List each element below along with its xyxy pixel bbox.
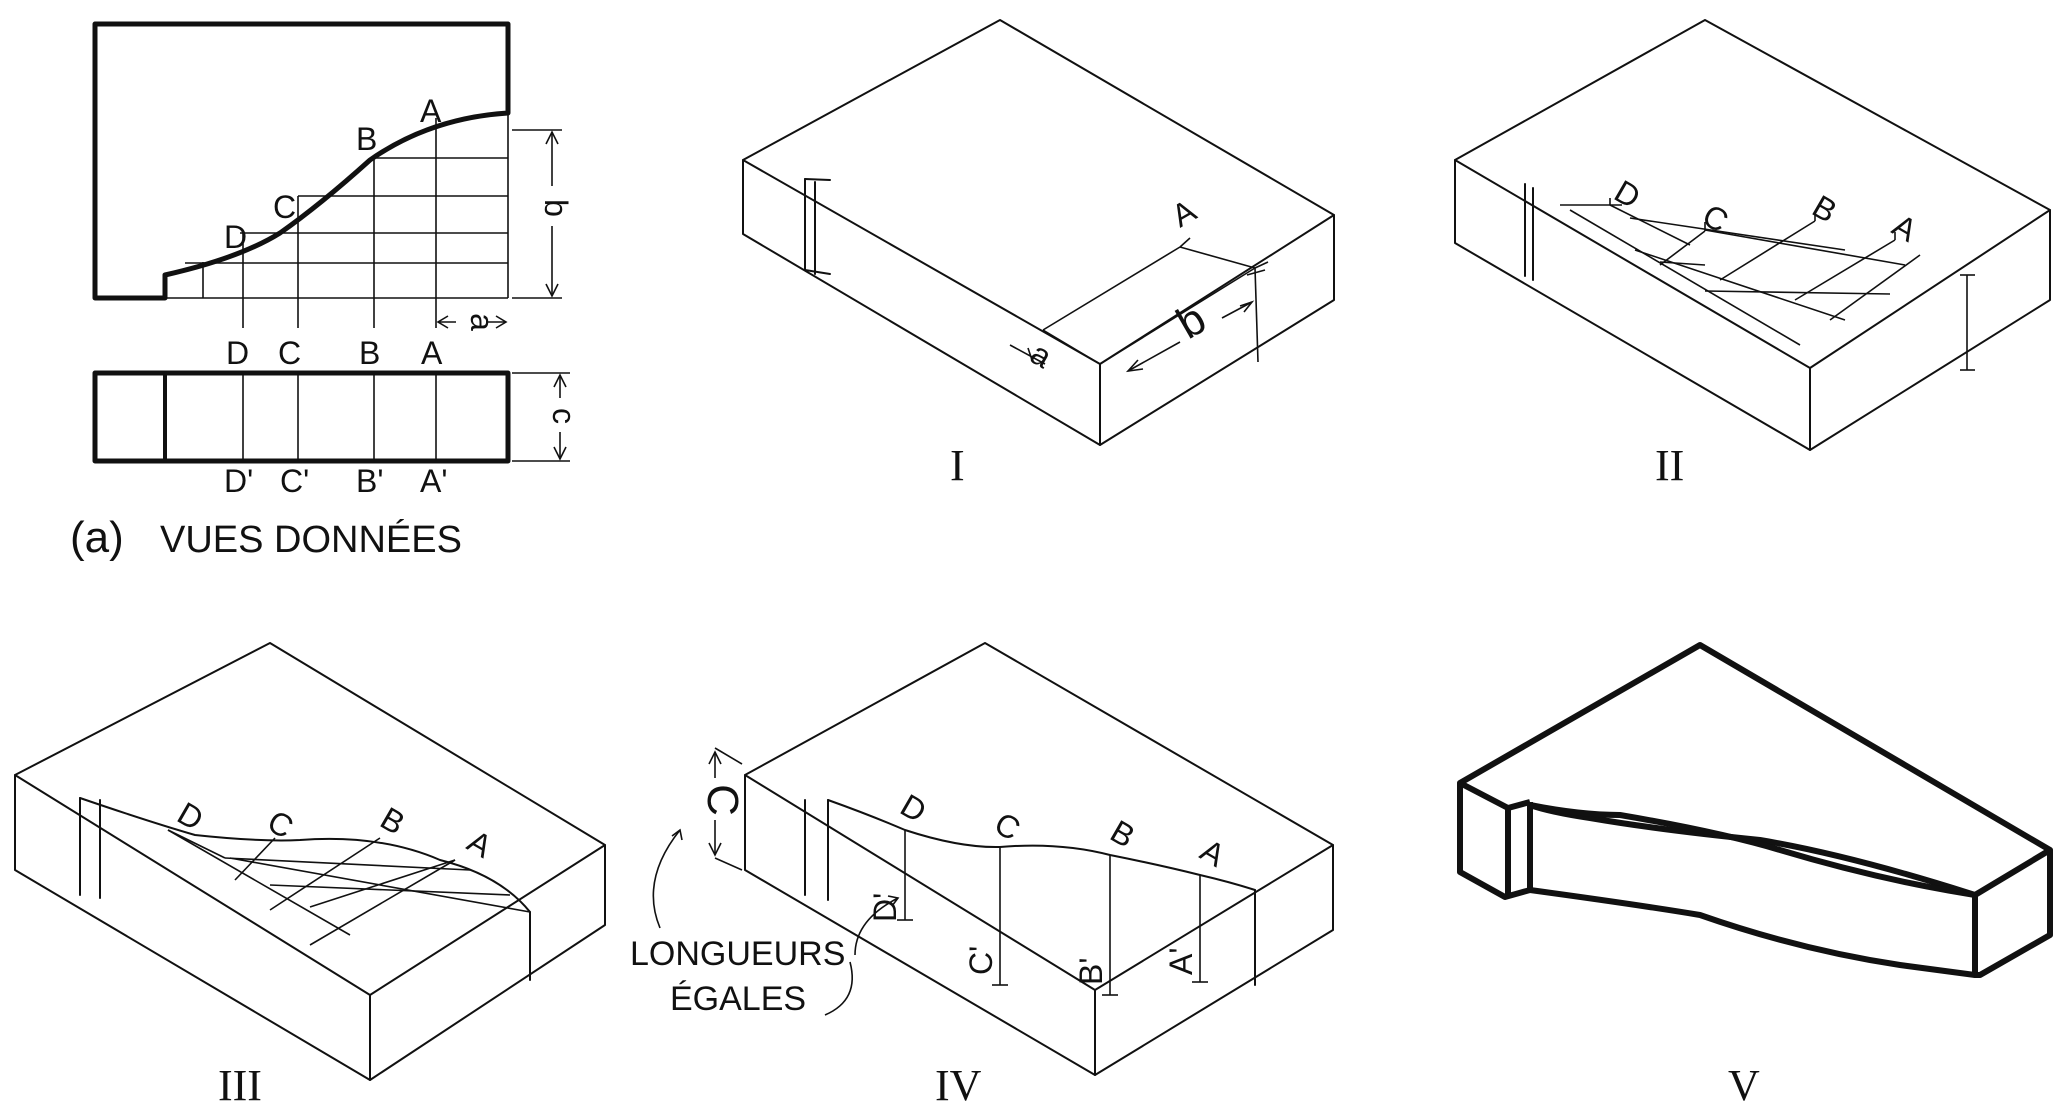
step-1-box: [742, 19, 1335, 446]
step-4: C D C B A D' C' B' A' LONGUEURS ÉGALES I…: [630, 642, 1334, 1110]
caption-prefix: (a): [70, 513, 124, 562]
step-4-verticals: [897, 830, 1208, 996]
step-4-label-A: A: [1195, 832, 1232, 874]
step-4-dimension-C: [708, 747, 743, 871]
step-1-label-A: A: [1166, 192, 1203, 234]
dimension-c: [512, 372, 570, 462]
dimension-c-label: c: [546, 408, 582, 424]
step-2-label-A: A: [1887, 207, 1924, 249]
given-views: b a c A B C D: [70, 21, 582, 562]
step-4-label-A-prime: A': [1163, 948, 1199, 975]
label-C-prime: C': [280, 463, 309, 499]
dimension-a: [436, 315, 508, 329]
label-A: A: [420, 93, 442, 129]
step-4-note-leaders: [652, 828, 900, 1016]
step-2: D C B A II: [1454, 19, 2051, 490]
caption-text: VUES DONNÉES: [160, 518, 462, 561]
step-3-curve: [79, 797, 531, 913]
step-4-numeral: IV: [935, 1061, 982, 1110]
step-3-label-B: B: [375, 800, 411, 842]
step-3-label-A: A: [462, 823, 499, 865]
step-4-label-C: C: [989, 805, 1027, 848]
label-A-prime: A': [420, 463, 447, 499]
step-4-box: [744, 642, 1334, 1076]
label-B: B: [356, 121, 377, 157]
label-C-mid: C: [278, 335, 301, 371]
step-4-label-B: B: [1105, 813, 1141, 855]
step-3-label-C: C: [262, 803, 300, 846]
front-view-outline: [92, 21, 511, 301]
label-D-mid: D: [226, 335, 249, 371]
dimension-b: [512, 129, 562, 299]
step-5-edges: [1458, 780, 2052, 978]
dimension-b-label: b: [538, 199, 574, 217]
step-3-label-D: D: [172, 795, 210, 838]
step-2-label-D: D: [1609, 173, 1647, 216]
step-4-label-D: D: [895, 787, 933, 830]
label-B-mid: B: [359, 335, 380, 371]
note-line-2: ÉGALES: [670, 980, 806, 1018]
step-5: V: [1457, 642, 2053, 1110]
label-A-mid: A: [421, 335, 443, 371]
step-2-box: [1454, 19, 2051, 451]
note-line-1: LONGUEURS: [630, 935, 845, 973]
step-1-numeral: I: [950, 441, 965, 490]
step-1: A a b I: [742, 19, 1335, 490]
label-C: C: [273, 189, 296, 225]
top-view-outline: [92, 370, 511, 464]
step-3-box: [14, 642, 606, 1081]
dimension-a-label: a: [464, 313, 500, 331]
top-view-lines: [163, 373, 437, 461]
label-B-prime: B': [356, 463, 383, 499]
label-D-prime: D': [224, 463, 253, 499]
step-4-dimension-C-label: C: [698, 784, 747, 816]
step-3: D C B A III: [14, 642, 606, 1110]
step-3-numeral: III: [218, 1061, 262, 1110]
step-2-numeral: II: [1655, 441, 1684, 490]
step-4-label-B-prime: B': [1073, 958, 1109, 985]
step-2-grid: [1560, 198, 1975, 371]
step-1-label-b: b: [1169, 294, 1215, 349]
step-4-curve: [827, 799, 1256, 891]
step-4-label-D-prime: D': [867, 893, 903, 922]
label-D: D: [224, 219, 247, 255]
step-4-label-C-prime: C': [963, 946, 999, 975]
step-5-numeral: V: [1728, 1061, 1760, 1110]
step-1-construction: [1009, 237, 1269, 373]
step-3-grid: [167, 829, 531, 946]
front-view-grid: [165, 113, 509, 328]
